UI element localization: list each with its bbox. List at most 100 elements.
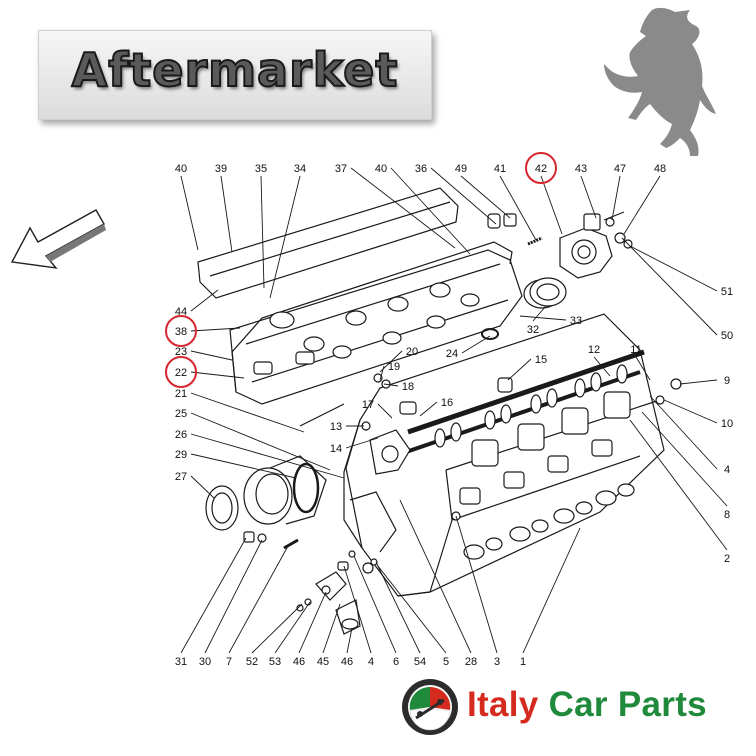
- fittings: [296, 550, 378, 635]
- callout-label-12: 12: [588, 344, 600, 356]
- callout-label-46: 46: [341, 656, 353, 668]
- leader-line-49: [460, 175, 511, 219]
- callout-label-11: 11: [630, 344, 641, 356]
- leader-line-34: [269, 175, 301, 299]
- leader-line-24: [461, 335, 491, 354]
- leader-line-27: [190, 475, 215, 499]
- valve-cover: [197, 187, 523, 405]
- brand-logo: Italy Car Parts: [395, 676, 735, 740]
- leader-line-1: [522, 527, 581, 654]
- brand-emblem-icon: [402, 679, 458, 735]
- cylinder-head: [299, 313, 682, 597]
- leader-line-12: [593, 356, 611, 377]
- callout-label-54: 54: [414, 656, 426, 668]
- leader-line-41: [499, 175, 537, 241]
- callout-label-37: 37: [335, 163, 347, 175]
- leader-line-23: [190, 350, 233, 361]
- banner-title: Aftermarket: [71, 42, 399, 98]
- callout-label-23: 23: [175, 346, 187, 358]
- callout-label-52: 52: [246, 656, 258, 668]
- leader-line-33: [519, 315, 567, 321]
- callout-label-19: 19: [388, 361, 400, 373]
- callout-label-30: 30: [199, 656, 211, 668]
- prancing-horse-logo: [604, 7, 716, 157]
- leader-line-36: [430, 167, 497, 225]
- callout-label-34: 34: [294, 163, 306, 175]
- leader-line-48: [623, 175, 661, 235]
- callout-label-14: 14: [330, 443, 342, 455]
- callout-label-17: 17: [362, 399, 374, 411]
- leader-line-18: [383, 383, 399, 387]
- leader-line-14: [345, 437, 379, 449]
- callout-label-18: 18: [402, 381, 414, 393]
- leader-line-10: [663, 399, 718, 424]
- leader-line-35: [260, 175, 265, 289]
- callout-label-10: 10: [721, 418, 733, 430]
- leader-line-9: [679, 379, 718, 385]
- callout-label-13: 13: [330, 421, 342, 433]
- leader-line-8: [641, 411, 728, 507]
- leader-line-42: [540, 175, 563, 235]
- leader-line-4: [343, 565, 372, 654]
- leader-line-19: [379, 365, 385, 381]
- leader-line-4: [649, 395, 718, 470]
- callout-label-42: 42: [535, 163, 547, 175]
- callout-label-2: 2: [724, 553, 730, 565]
- callout-label-8: 8: [724, 509, 730, 521]
- leader-line-32: [532, 305, 547, 322]
- leader-line-53: [274, 601, 311, 654]
- highlight-circle-38: [165, 315, 197, 347]
- callout-label-46: 46: [293, 656, 305, 668]
- callout-label-4: 4: [368, 656, 374, 668]
- callout-label-47: 47: [614, 163, 626, 175]
- outlet-flange: [205, 455, 327, 550]
- leader-line-47: [611, 175, 621, 221]
- leader-line-45: [322, 603, 341, 654]
- callout-label-4: 4: [724, 464, 730, 476]
- callout-label-32: 32: [527, 324, 539, 336]
- leader-line-26: [190, 433, 345, 479]
- callout-label-22: 22: [175, 367, 187, 379]
- leader-line-40: [390, 167, 471, 255]
- callout-label-31: 31: [175, 656, 187, 668]
- callout-label-21: 21: [175, 388, 187, 400]
- callout-label-35: 35: [255, 163, 267, 175]
- callout-label-5: 5: [443, 656, 449, 668]
- arrow-direction-icon: [10, 209, 106, 269]
- leader-line-5: [377, 565, 447, 654]
- callout-label-43: 43: [575, 163, 587, 175]
- aftermarket-banner: Aftermarket: [38, 30, 432, 120]
- leader-line-17: [377, 403, 393, 419]
- callout-label-53: 53: [269, 656, 281, 668]
- leader-line-37: [350, 167, 456, 249]
- callout-label-48: 48: [654, 163, 666, 175]
- callout-label-9: 9: [724, 375, 730, 387]
- callout-label-49: 49: [455, 163, 467, 175]
- callout-label-26: 26: [175, 429, 187, 441]
- leader-line-2: [629, 419, 728, 551]
- leader-line-46: [346, 627, 353, 654]
- callout-label-41: 41: [494, 163, 506, 175]
- highlight-circles: [165, 152, 557, 388]
- leader-line-11: [635, 356, 651, 381]
- callout-label-45: 45: [317, 656, 329, 668]
- leader-line-50: [621, 237, 718, 336]
- leader-line-39: [220, 175, 233, 253]
- leader-line-6: [353, 555, 397, 654]
- callout-label-3: 3: [494, 656, 500, 668]
- leader-line-52: [251, 603, 303, 654]
- leader-line-40: [180, 175, 199, 251]
- callout-label-24: 24: [446, 348, 458, 360]
- highlight-circle-42: [525, 152, 557, 184]
- leader-line-25: [190, 412, 331, 471]
- callout-label-36: 36: [415, 163, 427, 175]
- leader-line-16: [419, 401, 438, 417]
- leader-lines: [180, 167, 728, 654]
- callout-label-16: 16: [441, 397, 453, 409]
- callout-label-20: 20: [406, 346, 418, 358]
- callout-label-28: 28: [465, 656, 477, 668]
- callout-label-27: 27: [175, 471, 187, 483]
